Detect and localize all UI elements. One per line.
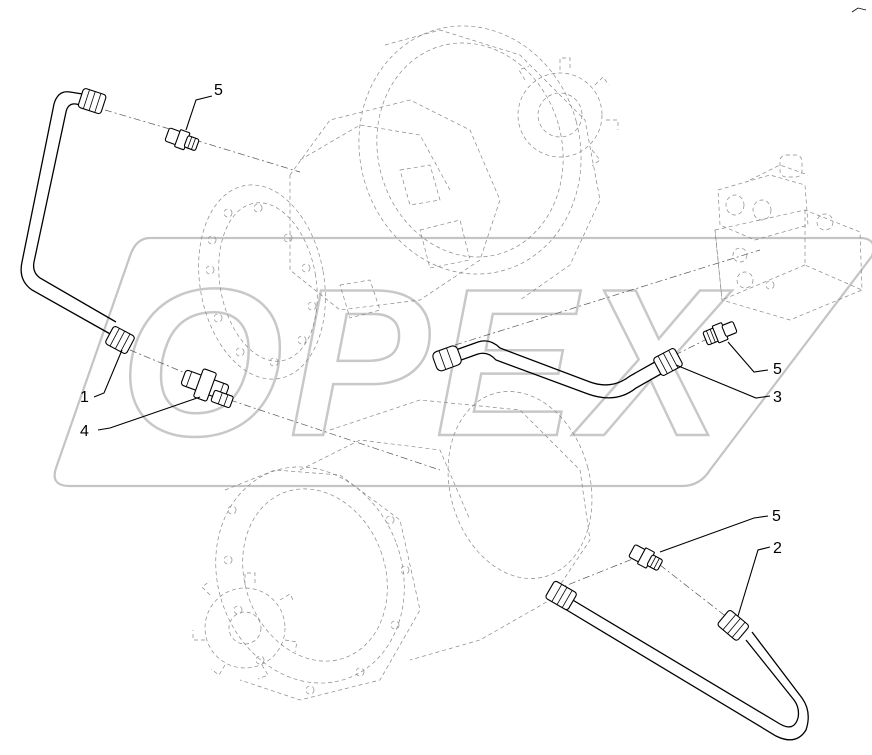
- upper-drive-motor: [198, 25, 619, 380]
- straight-fitting-part-5-upper: [164, 127, 200, 151]
- callout-5-right: 5: [773, 361, 782, 378]
- callout-1: 1: [80, 389, 89, 406]
- tee-fitting-part-4: [180, 368, 234, 409]
- straight-fitting-part-5-right: [702, 321, 738, 346]
- callout-2: 2: [773, 540, 782, 557]
- valve-block: [714, 154, 863, 321]
- corner-mark: [851, 7, 867, 13]
- tube-assembly-part-3: [432, 340, 683, 399]
- assembly-axis-lines: [104, 109, 761, 619]
- callout-leaders: [93, 95, 771, 617]
- watermark-text: OPEX: [120, 245, 732, 480]
- tube-assembly-part-1: [20, 88, 135, 354]
- straight-fitting-part-5-lower: [628, 544, 663, 571]
- callout-labels: 5 1 4 5 3 5 2: [80, 82, 782, 557]
- callout-5-top: 5: [214, 82, 223, 99]
- callout-3: 3: [773, 389, 782, 406]
- tube-assembly-part-2: [545, 580, 809, 741]
- callout-5-lower: 5: [772, 508, 781, 525]
- lower-drive-motor: [192, 391, 593, 701]
- callout-4: 4: [80, 423, 89, 440]
- opex-watermark: OPEX: [53, 236, 872, 488]
